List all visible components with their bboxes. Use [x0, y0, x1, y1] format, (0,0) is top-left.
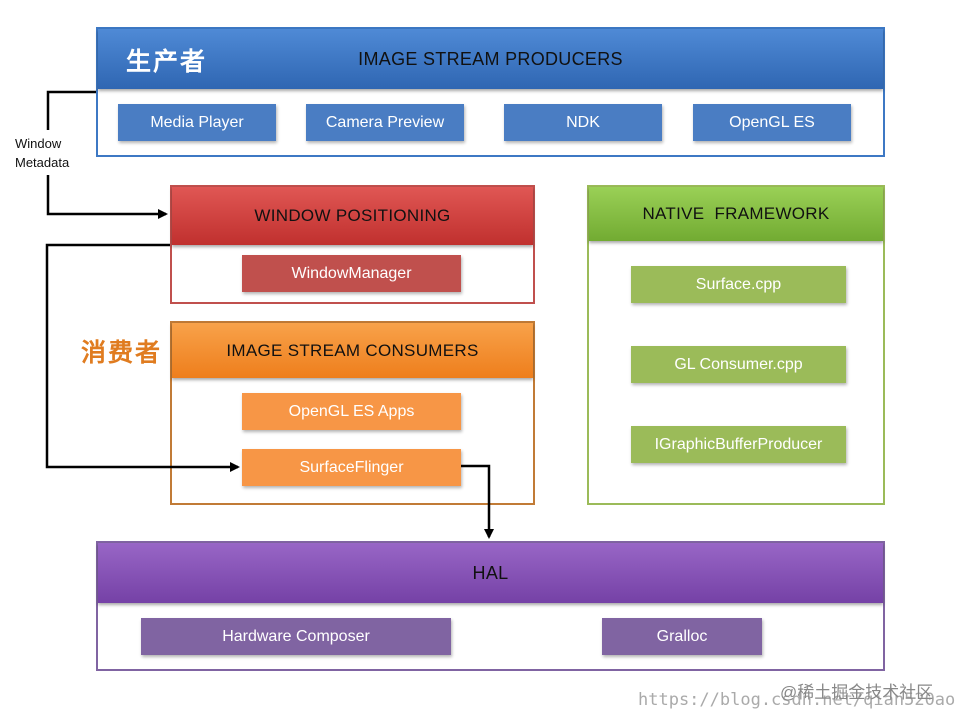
igraphicbufferproducer-box: IGraphicBufferProducer: [631, 426, 846, 463]
watermark-brand: @稀土掘金技术社区: [780, 683, 934, 702]
window-metadata-line1: Window: [15, 136, 62, 151]
native-framework-title: NATIVE FRAMEWORK: [642, 204, 830, 223]
camera-preview-box: Camera Preview: [306, 104, 464, 141]
producers-panel: IMAGE STREAM PRODUCERS Media Player Came…: [96, 27, 885, 157]
surfaceflinger-box: SurfaceFlinger: [242, 449, 461, 486]
window-positioning-panel: WINDOW POSITIONING WindowManager: [170, 185, 535, 304]
producers-header: IMAGE STREAM PRODUCERS: [98, 29, 883, 89]
opengl-es-label: OpenGL ES: [729, 113, 815, 131]
media-player-label: Media Player: [150, 113, 244, 131]
opengl-es-box: OpenGL ES: [693, 104, 851, 141]
opengl-es-apps-label: OpenGL ES Apps: [288, 402, 415, 420]
watermark-url: https://blog.csdn.net/qian520ao: [638, 690, 956, 710]
consumers-header: IMAGE STREAM CONSUMERS: [172, 323, 533, 378]
gralloc-box: Gralloc: [602, 618, 762, 655]
ndk-label: NDK: [566, 113, 600, 131]
window-positioning-header: WINDOW POSITIONING: [172, 187, 533, 245]
gl-consumer-cpp-label: GL Consumer.cpp: [674, 355, 803, 373]
hal-header: HAL: [98, 543, 883, 603]
window-metadata-label: Window Metadata: [15, 134, 69, 172]
consumers-cn-title: 消费者: [81, 339, 163, 367]
surface-cpp-box: Surface.cpp: [631, 266, 846, 303]
igraphicbufferproducer-label: IGraphicBufferProducer: [654, 435, 823, 453]
hal-title: HAL: [472, 562, 509, 583]
window-manager-label: WindowManager: [291, 264, 412, 282]
window-manager-box: WindowManager: [242, 255, 461, 292]
window-metadata-line2: Metadata: [15, 155, 70, 170]
surfaceflinger-label: SurfaceFlinger: [299, 458, 404, 476]
consumers-panel: IMAGE STREAM CONSUMERS OpenGL ES Apps Su…: [170, 321, 535, 505]
native-framework-header: NATIVE FRAMEWORK: [589, 187, 883, 241]
metadata-arrow: [46, 90, 96, 130]
opengl-es-apps-box: OpenGL ES Apps: [242, 393, 461, 430]
gralloc-label: Gralloc: [656, 627, 708, 645]
ndk-box: NDK: [504, 104, 662, 141]
hal-panel: HAL Hardware Composer Gralloc: [96, 541, 885, 671]
gl-consumer-cpp-box: GL Consumer.cpp: [631, 346, 846, 383]
hardware-composer-box: Hardware Composer: [141, 618, 451, 655]
media-player-box: Media Player: [118, 104, 276, 141]
producers-cn-title: 生产者: [126, 48, 208, 76]
hardware-composer-label: Hardware Composer: [222, 627, 370, 645]
window-positioning-title: WINDOW POSITIONING: [254, 206, 451, 225]
metadata-arrow-lower: [46, 175, 168, 219]
consumers-title: IMAGE STREAM CONSUMERS: [226, 340, 479, 360]
camera-preview-label: Camera Preview: [325, 113, 445, 131]
native-framework-panel: NATIVE FRAMEWORK Surface.cpp GL Consumer…: [587, 185, 885, 505]
producers-title: IMAGE STREAM PRODUCERS: [358, 48, 623, 69]
surface-cpp-label: Surface.cpp: [695, 275, 782, 293]
